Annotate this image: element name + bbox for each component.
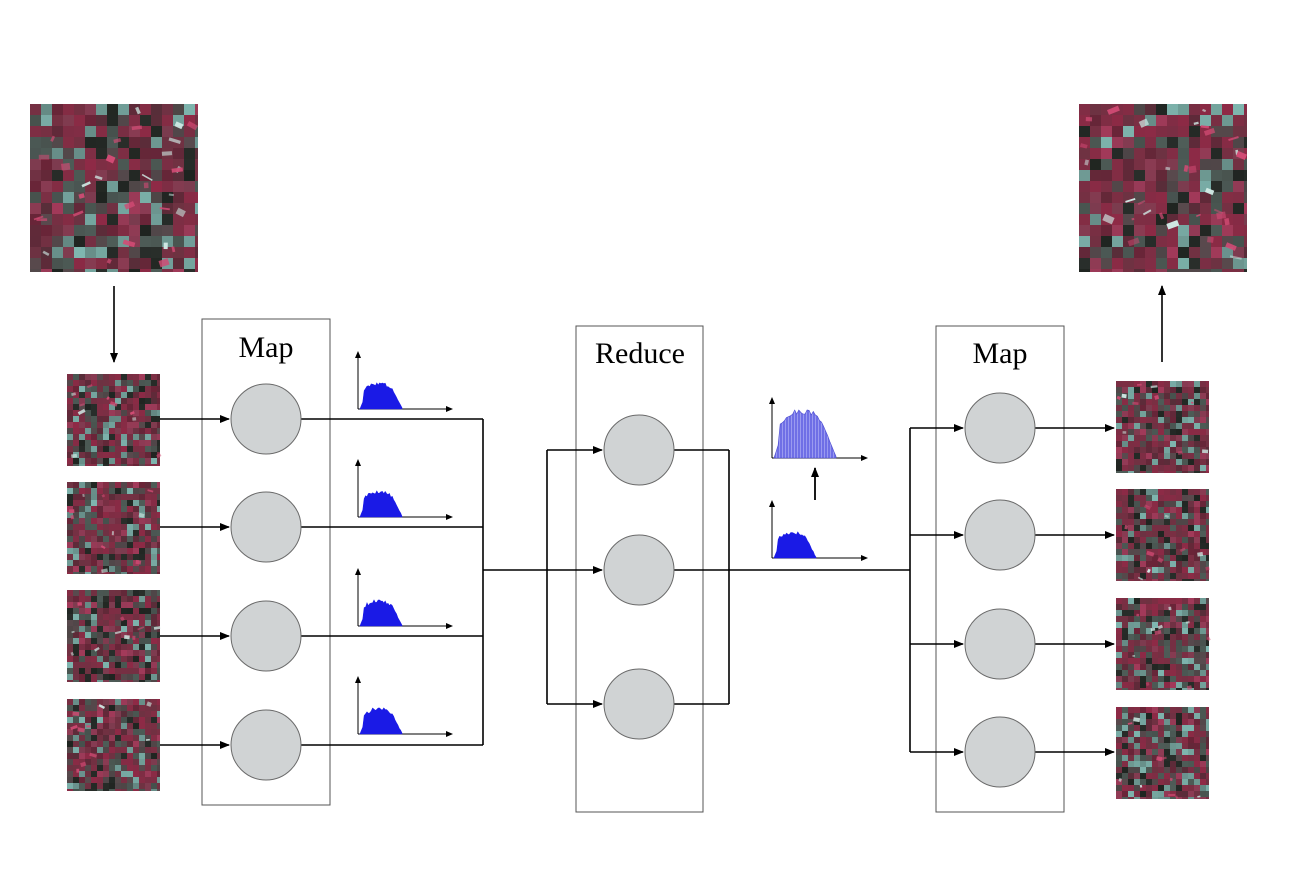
input-tile (67, 482, 160, 574)
map1-histogram (355, 676, 453, 737)
output-tile (1116, 381, 1209, 473)
input-tile (67, 699, 160, 791)
reduce-to-map2-connectors (674, 424, 964, 756)
process-node (230, 383, 302, 455)
input-image-pixels (30, 104, 198, 272)
output-satellite-image (1079, 104, 1247, 272)
process-node (603, 534, 675, 606)
input-satellite-image (30, 104, 198, 272)
map1-histogram (355, 459, 453, 520)
output-tile (1116, 598, 1211, 690)
input-tile (67, 374, 162, 466)
output-tile (1116, 707, 1209, 800)
reduce-stage-label: Reduce (595, 337, 685, 370)
output-image-pixels (1079, 104, 1247, 272)
process-node (603, 414, 675, 486)
process-node (230, 491, 302, 563)
process-node (964, 716, 1036, 788)
partial-histogram (769, 500, 868, 561)
process-node (603, 668, 675, 740)
map1-histogram (355, 568, 453, 629)
reduce-stage-box (575, 325, 704, 813)
input-connectors (160, 415, 230, 749)
map2-to-output-connectors (1034, 424, 1115, 756)
map-stage-1-box (201, 318, 331, 806)
map1-to-reduce-connectors (300, 418, 603, 746)
map-stage-2-box (935, 325, 1065, 813)
map-stage-2-label: Map (973, 337, 1028, 370)
map-stage-1-label: Map (239, 331, 294, 364)
merged-histogram (769, 397, 868, 461)
process-node (230, 600, 302, 672)
process-node (964, 392, 1036, 464)
output-tile (1116, 489, 1210, 581)
process-node (964, 608, 1036, 680)
process-node (964, 499, 1036, 571)
process-node (230, 709, 302, 781)
map1-histogram (355, 351, 453, 412)
input-tile (67, 590, 161, 682)
